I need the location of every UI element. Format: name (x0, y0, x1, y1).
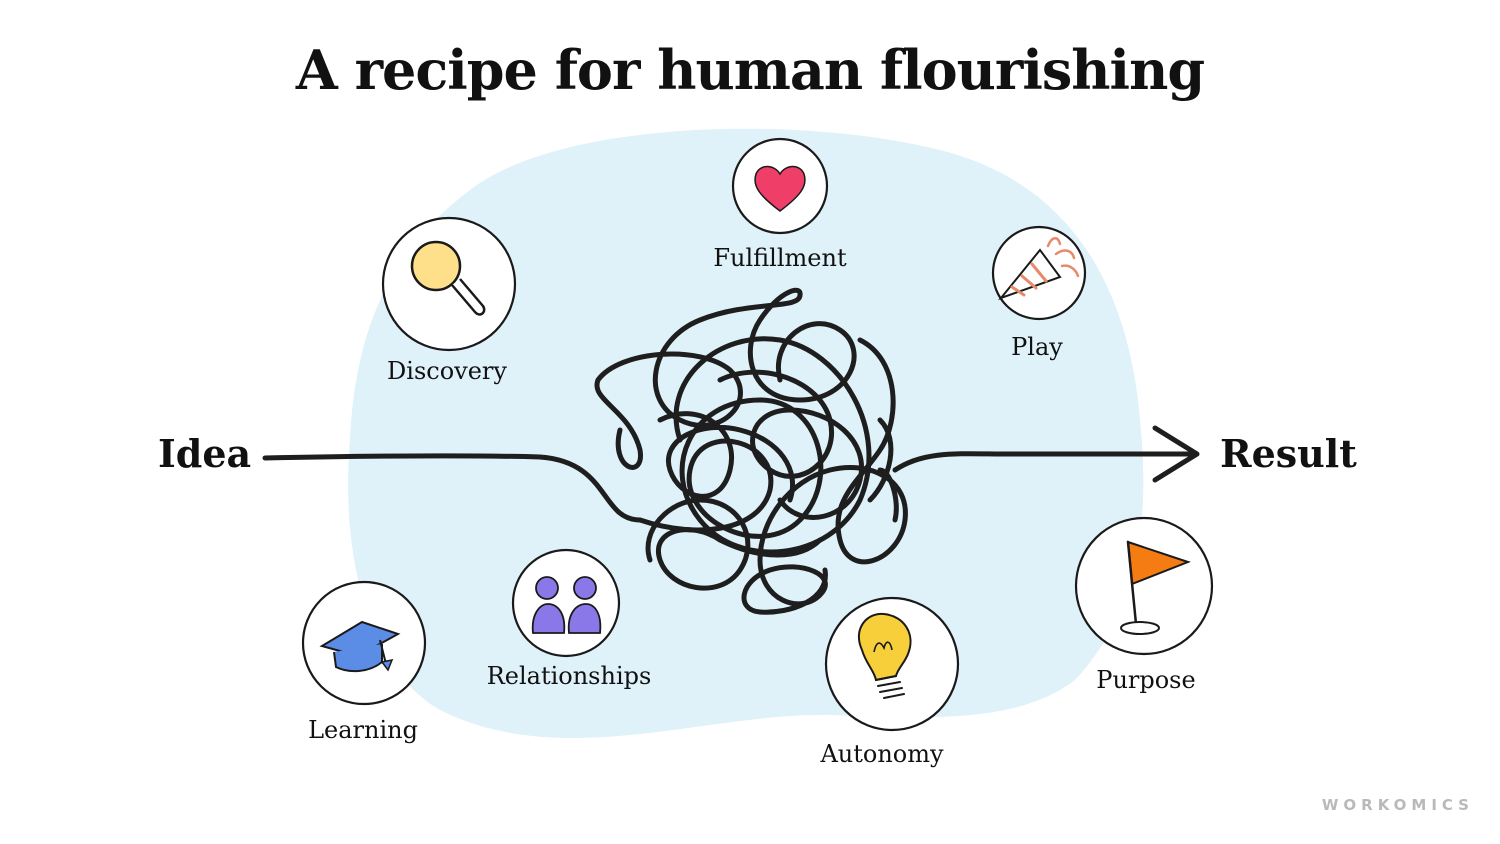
idea-line (262, 453, 643, 523)
graduation-cap-icon (319, 620, 401, 673)
learning-label: Learning (308, 716, 418, 744)
autonomy-node (824, 596, 960, 732)
play-node (991, 225, 1087, 321)
autonomy-label: Autonomy (820, 740, 944, 768)
brand-logo: WORKOMICS (1321, 796, 1474, 814)
magnifier-icon (410, 240, 486, 316)
fulfillment-node (731, 137, 829, 235)
fulfillment-label: Fulfillment (713, 244, 847, 272)
arrow-head (1152, 425, 1200, 483)
flag-icon (1120, 540, 1191, 635)
people-icon (531, 576, 602, 634)
party-popper-icon (997, 237, 1080, 301)
page-title: A recipe for human flourishing (295, 38, 1205, 102)
tangle-scribble (594, 287, 908, 615)
discovery-node (381, 216, 517, 352)
result-line (892, 451, 1198, 473)
learning-node (301, 580, 427, 706)
heart-icon (754, 165, 806, 212)
idea-label: Idea (158, 431, 252, 476)
discovery-label: Discovery (387, 357, 507, 385)
purpose-label: Purpose (1096, 666, 1196, 694)
purpose-node (1074, 516, 1214, 656)
play-label: Play (1011, 333, 1063, 361)
relationships-label: Relationships (486, 662, 652, 690)
lightbulb-icon (857, 612, 912, 699)
relationships-node (511, 548, 621, 658)
result-label: Result (1220, 431, 1357, 476)
